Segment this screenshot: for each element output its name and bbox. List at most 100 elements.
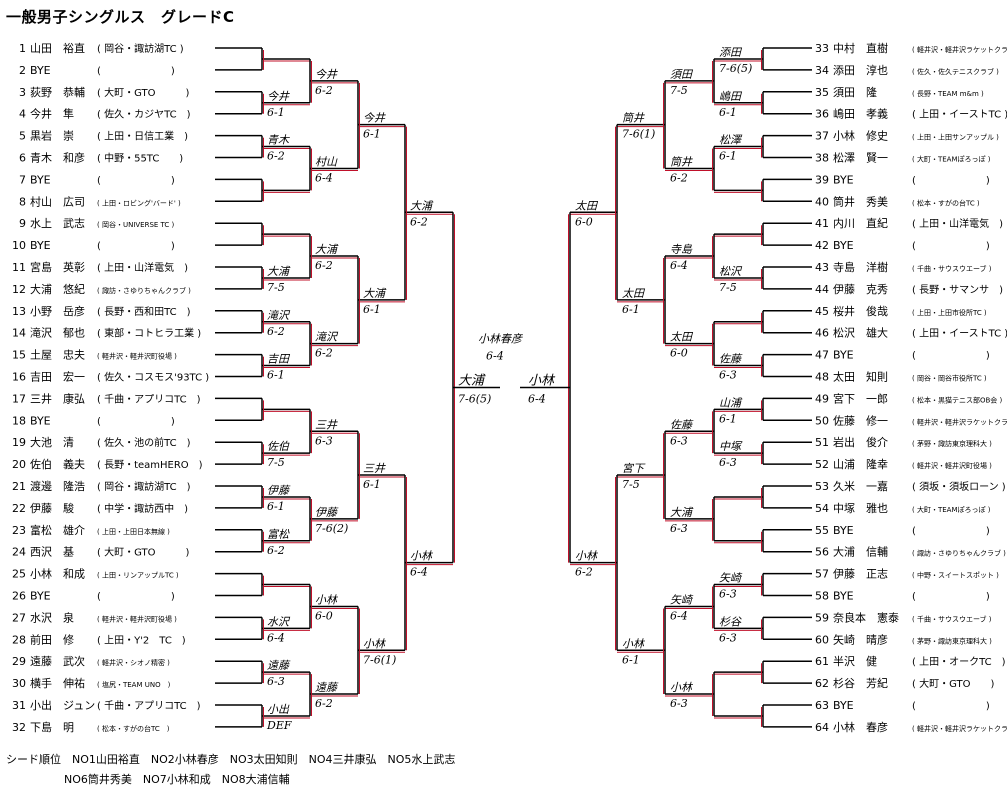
player-number: 59 (815, 611, 829, 624)
player-name: 小林 和成 (30, 567, 85, 581)
player-name: 小出 ジュン (30, 698, 95, 712)
player-number: 57 (815, 568, 829, 581)
match-score: 6-3 (315, 434, 333, 447)
player-club: ( 千曲・アプリコTC ) (97, 393, 201, 405)
player-club: ( 上田・山洋電気 ) (97, 261, 188, 274)
player-number: 39 (815, 173, 829, 186)
match-winner: 滝沢 (315, 331, 339, 344)
player-name: BYE (833, 524, 854, 537)
player-number: 15 (12, 349, 26, 362)
player-number: 4 (19, 108, 26, 121)
player-club: ( 須坂・須坂ローン ) (912, 481, 1006, 493)
semifinal-score-right: 6-4 (528, 392, 546, 405)
player-club: ( 岡谷・諏訪湖TC ) (97, 42, 184, 55)
match-winner: 佐藤 (719, 353, 743, 366)
player-club: ( 岡谷・諏訪湖TC ) (97, 480, 191, 493)
player-number: 49 (815, 392, 829, 405)
player-number: 37 (815, 130, 829, 143)
player-number: 47 (815, 349, 829, 362)
match-winner: 伊藤 (315, 506, 339, 519)
player-number: 30 (12, 677, 26, 690)
player-name: 桜井 俊哉 (833, 304, 888, 318)
match-score: 6-3 (719, 588, 737, 601)
match-winner: 佐伯 (267, 440, 290, 453)
player-club: ( ) (912, 241, 990, 252)
player-name: 水上 武志 (30, 217, 85, 230)
match-score: 7-6(1) (622, 128, 655, 141)
player-club: ( 上田・山洋電気 ) (912, 217, 1003, 230)
match-winner: 青木 (267, 134, 290, 147)
player-number: 35 (815, 86, 829, 99)
player-name: 滝沢 郁也 (30, 326, 85, 340)
player-club: ( ) (97, 416, 175, 427)
match-score: 6-4 (670, 259, 688, 272)
player-club: ( 大町・GTO ) (97, 86, 189, 99)
match-score: 6-2 (267, 150, 285, 163)
player-number: 24 (12, 546, 26, 559)
match-winner: 小林 (622, 637, 646, 650)
player-number: 56 (815, 546, 829, 559)
match-score: 6-2 (410, 215, 428, 228)
player-name: 伊藤 正志 (833, 568, 888, 581)
player-club: ( 松本・すがの台TC ) (912, 198, 980, 207)
match-winner: 矢崎 (670, 593, 694, 606)
match-winner: 伊藤 (267, 484, 291, 497)
match-score: 7-5 (267, 456, 285, 469)
player-club: ( 茅野・諏訪東京理科大 ) (912, 439, 992, 448)
match-score: 6-1 (363, 303, 381, 316)
player-number: 63 (815, 699, 829, 712)
match-score: 6-3 (670, 697, 688, 710)
player-number: 28 (12, 633, 26, 646)
player-club: ( 長野・サマンサ ) (912, 284, 1003, 296)
player-name: 渡邊 隆浩 (30, 479, 85, 493)
player-name: 伊藤 駿 (30, 501, 74, 515)
player-club: ( 軽井沢・軽井沢町役場 ) (97, 352, 177, 361)
match-winner: 遠藤 (315, 681, 339, 694)
player-name: 内川 直紀 (833, 216, 888, 230)
match-winner: 大浦 (267, 265, 291, 278)
player-number: 16 (12, 371, 26, 384)
player-name: 小野 岳彦 (30, 304, 85, 318)
player-number: 36 (815, 108, 829, 121)
player-number: 18 (12, 414, 26, 427)
match-winner: 大浦 (670, 506, 694, 519)
match-score: 7-5 (719, 281, 737, 294)
player-number: 48 (815, 371, 829, 384)
player-number: 5 (19, 130, 26, 143)
match-score: 7-6(1) (363, 653, 396, 666)
match-winner: 寺島 (670, 243, 693, 256)
match-winner: 松澤 (719, 134, 743, 147)
match-winner: 遠藤 (267, 659, 291, 672)
match-winner: 大浦 (315, 243, 339, 256)
player-number: 52 (815, 458, 829, 471)
player-name: BYE (833, 699, 854, 712)
player-name: 添田 淳也 (833, 63, 888, 77)
match-winner: 富松 (267, 528, 290, 541)
player-name: BYE (30, 173, 51, 186)
player-number: 61 (815, 655, 829, 668)
match-score: 6-1 (267, 500, 285, 513)
player-number: 22 (12, 502, 26, 515)
player-name: 佐伯 義夫 (30, 457, 85, 471)
player-club: ( 千曲・サウスウエーブ ) (912, 614, 992, 623)
player-number: 42 (815, 239, 829, 252)
player-number: 10 (12, 239, 26, 252)
player-number: 64 (815, 721, 829, 734)
player-number: 2 (19, 64, 26, 77)
player-name: BYE (30, 64, 51, 77)
player-number: 17 (12, 392, 26, 405)
player-club: ( 軽井沢・軽井沢ラケットクラブ ) (912, 417, 1007, 426)
match-score: 6-1 (363, 128, 381, 141)
player-club: ( 軽井沢・軽井沢町役場 ) (912, 461, 992, 470)
player-name: 半沢 健 (833, 654, 877, 668)
player-number: 14 (12, 327, 26, 340)
player-club: ( 茅野・諏訪東京理科大 ) (912, 636, 992, 645)
semifinal-winner-left: 大浦 (458, 373, 486, 388)
player-club: ( ) (97, 66, 175, 77)
player-name: 筒井 秀美 (833, 194, 888, 208)
match-winner: 筒井 (622, 112, 645, 125)
player-name: 下島 明 (30, 720, 74, 734)
player-number: 6 (19, 152, 26, 165)
player-name: 宮下 一郎 (833, 391, 888, 405)
